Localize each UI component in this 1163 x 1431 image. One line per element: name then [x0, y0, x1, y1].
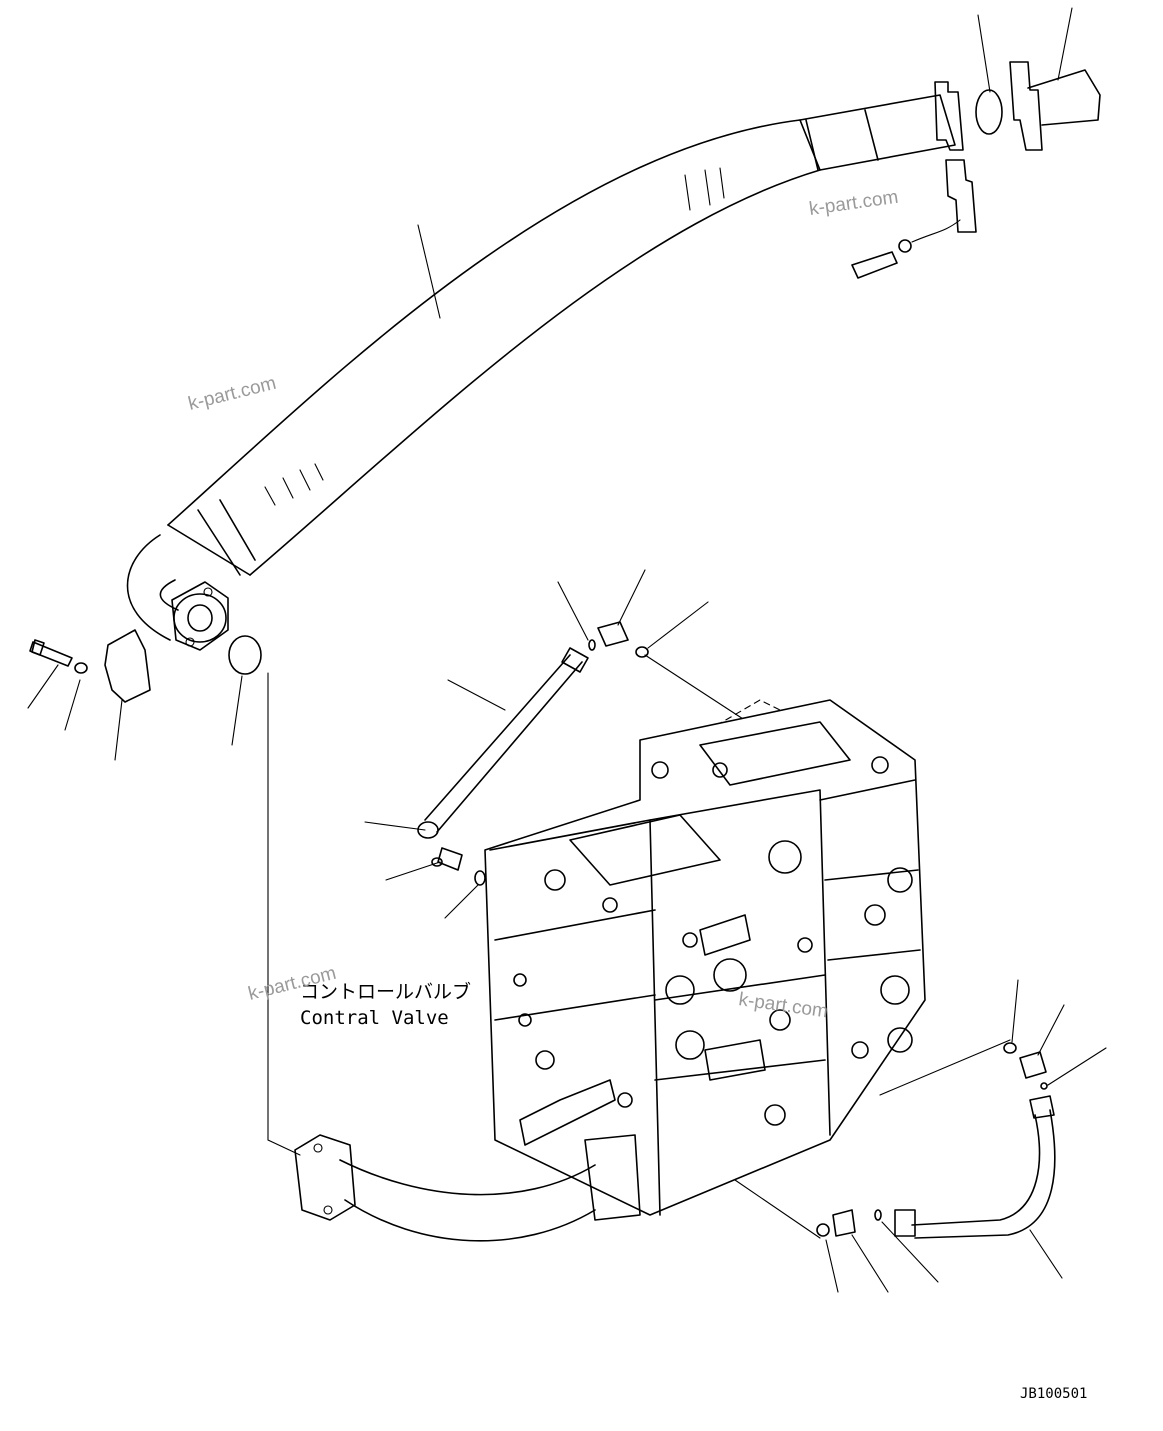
drawing-code: JB100501 [1020, 1386, 1087, 1402]
component-label-en: Contral Valve [300, 1007, 449, 1029]
drain-hose [816, 979, 1107, 1293]
lower-pipe [294, 1134, 596, 1242]
upper-flange-parts [851, 7, 1101, 279]
main-hose-leader [417, 224, 441, 319]
watermark: k-part.com [808, 187, 900, 220]
component-label-jp: コントロールバルブ [300, 980, 471, 1003]
main-hose [126, 94, 956, 651]
control-valve [484, 699, 926, 1221]
lower-left-parts [27, 629, 262, 761]
pilot-hose [364, 569, 709, 919]
watermark: k-part.com [186, 373, 278, 415]
